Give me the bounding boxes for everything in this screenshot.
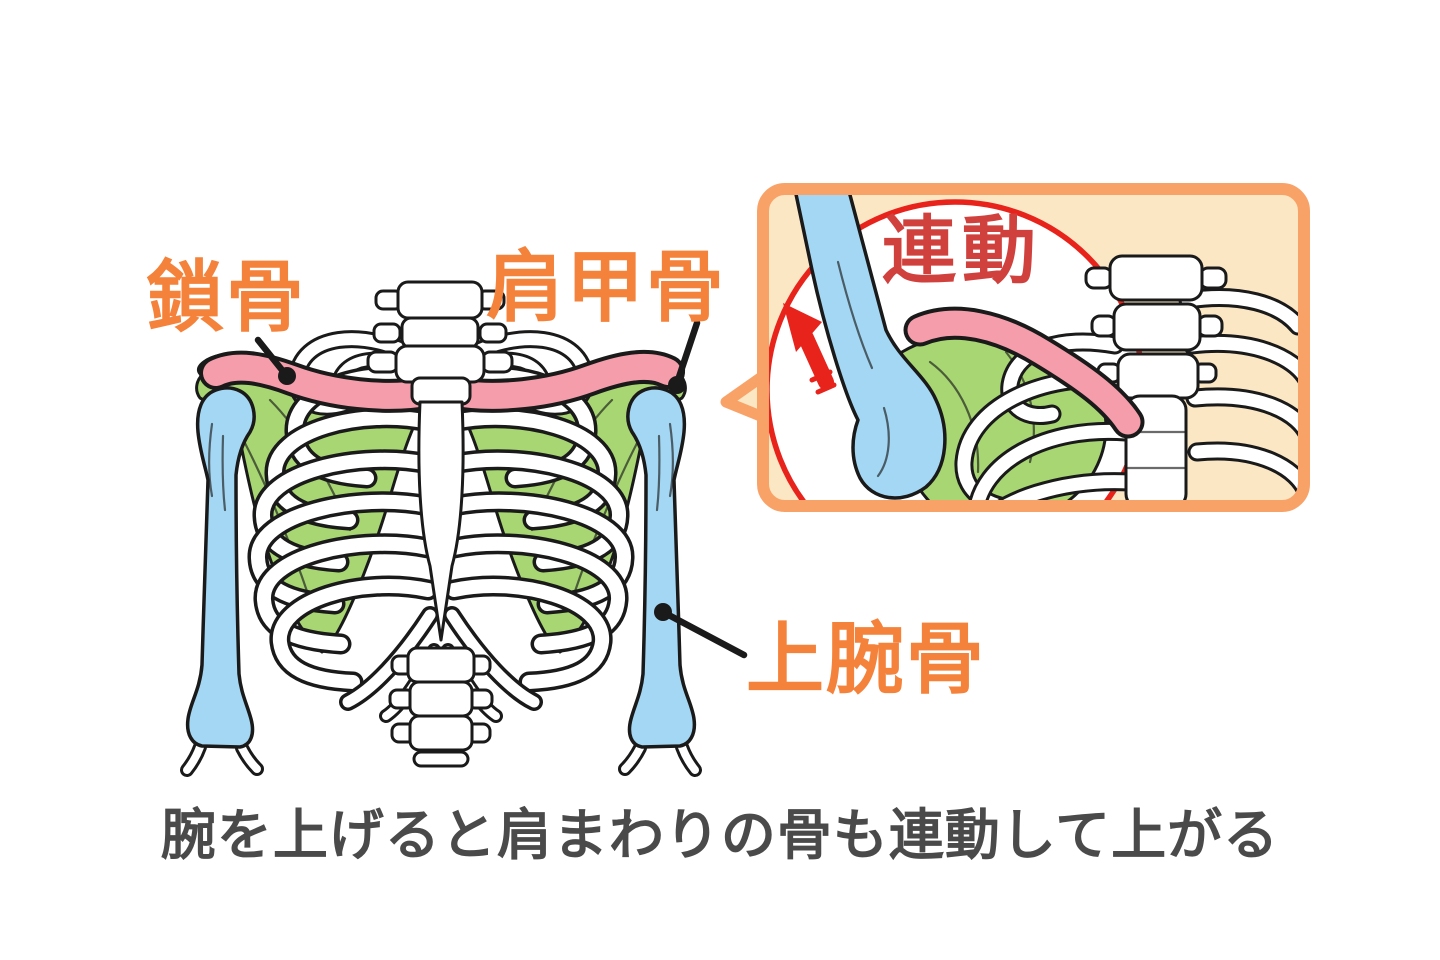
main-skeleton — [180, 280, 748, 777]
inset-clavicle — [903, 306, 1145, 439]
label-humerus: 上腕骨 — [746, 615, 987, 703]
pointer-dot-humerus — [654, 603, 672, 621]
inset-humerus — [791, 195, 947, 500]
pointer-line-scapula — [673, 319, 701, 387]
caption-text: 腕を上げると肩まわりの骨も連動して上がる — [160, 804, 1280, 866]
humerus-right — [618, 386, 702, 777]
up-arrow — [783, 303, 837, 395]
label-clavicle: 鎖骨 — [146, 253, 307, 341]
pointer-dot-clavicle — [278, 367, 296, 385]
inset-spine — [1084, 254, 1228, 500]
clavicle-right — [433, 349, 685, 413]
clavicle-left — [199, 350, 449, 413]
pointer-dot-scapula — [668, 376, 686, 394]
spine-column — [366, 280, 514, 768]
label-scapula: 肩甲骨 — [486, 243, 727, 331]
pointer-lines — [254, 319, 748, 659]
label-inset-title: 連動 — [882, 209, 1042, 292]
inset-content — [769, 195, 1298, 500]
rib-cage — [247, 330, 635, 723]
inset-panel — [720, 183, 1310, 512]
humerus-left — [180, 386, 264, 777]
pointer-line-humerus — [659, 608, 748, 659]
